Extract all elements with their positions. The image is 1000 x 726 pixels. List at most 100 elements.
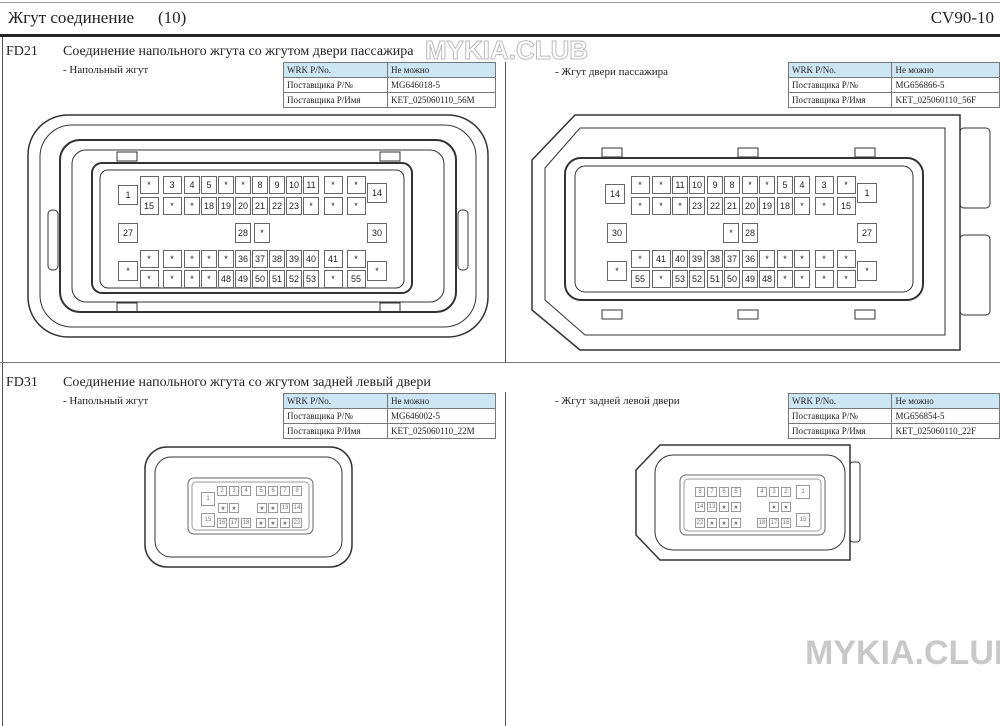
pin-empty: ★ bbox=[781, 502, 791, 512]
pin-4: 4 bbox=[757, 487, 767, 497]
pin-empty: * bbox=[836, 270, 856, 288]
pin-52: 52 bbox=[689, 270, 705, 288]
pin-empty: * bbox=[346, 197, 366, 215]
pin-empty: * bbox=[323, 270, 343, 288]
pin-27: 27 bbox=[118, 223, 138, 243]
pin-empty: * bbox=[630, 197, 650, 215]
pin-38: 38 bbox=[269, 250, 285, 268]
pin-17: 17 bbox=[769, 518, 779, 528]
pin-30: 30 bbox=[367, 223, 387, 243]
pin-30: 30 bbox=[607, 223, 627, 243]
pin-empty: * bbox=[814, 197, 834, 215]
pin-27: 27 bbox=[857, 223, 877, 243]
pin-empty: * bbox=[367, 261, 387, 281]
section-title: Соединение напольного жгута со жгутом за… bbox=[63, 375, 431, 390]
pin-18: 18 bbox=[777, 197, 793, 215]
pin-7: 7 bbox=[707, 487, 717, 497]
pin-5: 5 bbox=[201, 176, 217, 194]
pin-39: 39 bbox=[286, 250, 302, 268]
pin-empty: * bbox=[836, 250, 856, 268]
pin-empty: * bbox=[162, 270, 182, 288]
pin-empty: * bbox=[607, 261, 627, 281]
fd31-f-housing bbox=[635, 444, 861, 561]
pin-empty: * bbox=[857, 261, 877, 281]
pin-empty: ★ bbox=[268, 518, 278, 528]
pin-22: 22 bbox=[695, 518, 705, 528]
pin-23: 23 bbox=[689, 197, 705, 215]
pin-empty: * bbox=[323, 176, 343, 194]
pin-1: 1 bbox=[796, 485, 810, 499]
pin-empty: ★ bbox=[769, 502, 779, 512]
pin-empty: * bbox=[723, 223, 739, 243]
pin-1: 1 bbox=[201, 492, 215, 506]
pin-empty: ★ bbox=[280, 518, 290, 528]
pin-28: 28 bbox=[235, 223, 251, 243]
pin-1: 1 bbox=[857, 183, 877, 203]
fd31-m-housing bbox=[144, 446, 353, 568]
pin-22: 22 bbox=[707, 197, 723, 215]
pin-51: 51 bbox=[707, 270, 723, 288]
pin-36: 36 bbox=[235, 250, 251, 268]
pin-3: 3 bbox=[229, 486, 239, 496]
pin-2: 2 bbox=[781, 487, 791, 497]
pin-11: 11 bbox=[303, 176, 319, 194]
pin-10: 10 bbox=[689, 176, 705, 194]
pin-empty: * bbox=[184, 197, 200, 215]
pin-7: 7 bbox=[280, 486, 290, 496]
pin-empty: ★ bbox=[256, 518, 266, 528]
pin-empty: * bbox=[777, 250, 793, 268]
pin-15: 15 bbox=[139, 197, 159, 215]
pin-20: 20 bbox=[742, 197, 758, 215]
pin-empty: * bbox=[651, 270, 671, 288]
pin-55: 55 bbox=[630, 270, 650, 288]
pin-16: 16 bbox=[217, 518, 227, 528]
pin-empty: * bbox=[118, 261, 138, 281]
pin-empty: * bbox=[139, 176, 159, 194]
pin-53: 53 bbox=[303, 270, 319, 288]
page-title: Жгут соединение bbox=[8, 8, 135, 27]
pin-16: 16 bbox=[781, 518, 791, 528]
pin-18: 18 bbox=[201, 197, 217, 215]
pin-15: 15 bbox=[796, 513, 810, 527]
pin-37: 37 bbox=[724, 250, 740, 268]
pin-empty: ★ bbox=[719, 502, 729, 512]
pin-empty: * bbox=[777, 270, 793, 288]
pin-5: 5 bbox=[731, 487, 741, 497]
pin-empty: * bbox=[162, 250, 182, 268]
pin-22: 22 bbox=[292, 518, 302, 528]
page-number: (10) bbox=[158, 8, 187, 27]
pin-10: 10 bbox=[286, 176, 302, 194]
pin-8: 8 bbox=[292, 486, 302, 496]
divider-v2 bbox=[505, 392, 506, 726]
pin-48: 48 bbox=[218, 270, 234, 288]
pin-empty: * bbox=[742, 176, 758, 194]
pin-18: 18 bbox=[757, 518, 767, 528]
pin-9: 9 bbox=[707, 176, 723, 194]
pin-empty: * bbox=[814, 250, 834, 268]
pin-11: 11 bbox=[672, 176, 688, 194]
pin-15: 15 bbox=[201, 513, 215, 527]
pin-empty: * bbox=[651, 176, 671, 194]
pin-empty: ★ bbox=[268, 503, 278, 513]
pin-38: 38 bbox=[707, 250, 723, 268]
pin-empty: * bbox=[201, 250, 217, 268]
pin-5: 5 bbox=[777, 176, 793, 194]
watermark-bottom: MYKIA.CLUB bbox=[805, 634, 1000, 672]
pin-3: 3 bbox=[814, 176, 834, 194]
page-code: CV90-10 bbox=[930, 8, 994, 27]
pin-empty: * bbox=[184, 250, 200, 268]
pin-50: 50 bbox=[724, 270, 740, 288]
left-border bbox=[2, 37, 3, 726]
pin-empty: * bbox=[218, 176, 234, 194]
pin-4: 4 bbox=[184, 176, 200, 194]
pin-6: 6 bbox=[719, 487, 729, 497]
pin-36: 36 bbox=[742, 250, 758, 268]
section-id: FD31 bbox=[6, 375, 38, 390]
divider-v1 bbox=[505, 62, 506, 362]
pin-28: 28 bbox=[742, 223, 758, 243]
pin-empty: ★ bbox=[731, 502, 741, 512]
pin-37: 37 bbox=[252, 250, 268, 268]
pin-empty: * bbox=[630, 176, 650, 194]
